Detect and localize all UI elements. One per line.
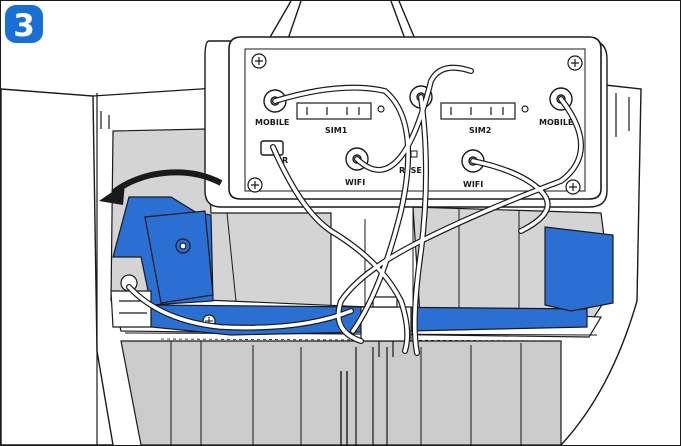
label-partial: R bbox=[282, 156, 288, 165]
label-mobile-right: MOBILE bbox=[539, 118, 573, 127]
step-number: 3 bbox=[13, 8, 35, 44]
reset-button bbox=[410, 150, 418, 158]
sim1-slot bbox=[296, 102, 385, 120]
label-mobile-left: MOBILE bbox=[255, 118, 289, 127]
label-wifi-right: WIFI bbox=[463, 180, 483, 189]
center-clip bbox=[360, 296, 412, 357]
label-sim1: SIM1 bbox=[325, 126, 348, 135]
label-wifi-left: WIFI bbox=[345, 178, 365, 187]
corner-screw-icons bbox=[247, 53, 583, 195]
label-sim2: SIM2 bbox=[469, 126, 491, 135]
sim2-slot bbox=[440, 102, 529, 120]
step-badge: 3 bbox=[5, 5, 43, 44]
rotate-arrow-icon bbox=[99, 169, 223, 205]
top-mount-lines bbox=[268, 1, 416, 40]
enclosure-housing bbox=[1, 84, 642, 445]
antenna-cables-inner bbox=[127, 65, 583, 355]
